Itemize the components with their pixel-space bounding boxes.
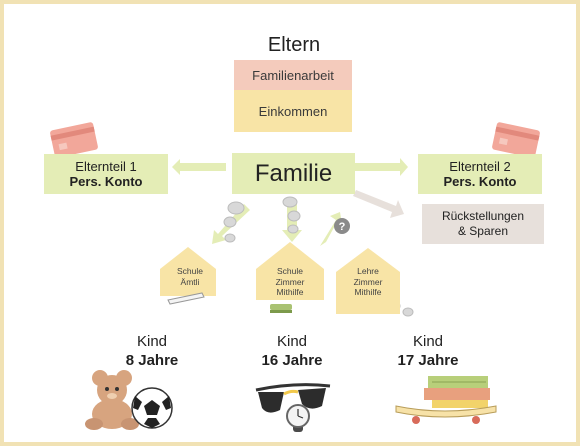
parent-2-account: Pers. Konto bbox=[443, 174, 517, 189]
sunglasses-icon bbox=[255, 383, 331, 413]
house-2-line-2: Zimmer bbox=[275, 276, 305, 287]
parent-1-box: Elternteil 1 Pers. Konto bbox=[44, 154, 168, 194]
house-1-label: Schule Ämtli bbox=[170, 266, 210, 287]
arrow-right bbox=[354, 158, 408, 176]
family-box: Familie bbox=[232, 153, 355, 194]
house-2-line-3: Mithilfe bbox=[276, 287, 304, 297]
diagram-graphics: ? bbox=[50, 122, 540, 432]
kid-1-age: 8 Jahre bbox=[125, 352, 179, 369]
house-1-line-2: Ämtli bbox=[180, 276, 200, 287]
house-3-label: Lehre Zimmer Mithilfe bbox=[346, 266, 390, 298]
kid-3-label: Kind 17 Jahre bbox=[368, 332, 488, 370]
parent-1-account: Pers. Konto bbox=[69, 174, 143, 189]
soccer-ball-icon bbox=[131, 387, 173, 429]
parent-1-title: Elternteil 1 bbox=[75, 159, 137, 174]
kid-3-title: Kind bbox=[412, 333, 444, 350]
house-1-line-1: Schule bbox=[177, 266, 203, 276]
credit-card-icon bbox=[492, 122, 540, 158]
kid-1-label: Kind 8 Jahre bbox=[92, 332, 212, 370]
question-mark: ? bbox=[339, 221, 346, 233]
comb-icon bbox=[270, 304, 292, 313]
house-3-line-3: Mithilfe bbox=[354, 287, 382, 297]
income-top-box: Familienarbeit bbox=[234, 60, 352, 90]
house-2-label: Schule Zimmer Mithilfe bbox=[268, 266, 312, 298]
house-2 bbox=[256, 242, 324, 300]
arrow-to-savings bbox=[353, 190, 404, 218]
house-2-line-1: Schule bbox=[277, 266, 303, 276]
house-3 bbox=[336, 248, 400, 314]
credit-card-icon bbox=[50, 122, 98, 158]
savings-line-2: & Sparen bbox=[457, 224, 509, 238]
wristwatch-icon bbox=[286, 404, 310, 432]
house-3-line-2: Zimmer bbox=[353, 276, 383, 287]
ruler-icon bbox=[167, 292, 205, 305]
kid-3-age: 17 Jahre bbox=[397, 352, 459, 369]
parent-2-box: Elternteil 2 Pers. Konto bbox=[418, 154, 542, 194]
kid-2-age: 16 Jahre bbox=[261, 352, 323, 369]
books-icon bbox=[424, 376, 490, 408]
income-bottom-box: Einkommen bbox=[234, 90, 352, 132]
arrow-left bbox=[172, 159, 226, 175]
kid-2-title: Kind bbox=[276, 333, 308, 350]
house-1 bbox=[160, 247, 216, 296]
house-3-line-1: Lehre bbox=[357, 266, 379, 276]
kid-2-label: Kind 16 Jahre bbox=[232, 332, 352, 370]
parent-2-title: Elternteil 2 bbox=[449, 159, 511, 174]
skateboard-icon bbox=[395, 405, 497, 424]
savings-box: Rückstellungen & Sparen bbox=[422, 204, 544, 244]
question-mark-icon: ? bbox=[334, 218, 350, 234]
page-title: Eltern bbox=[267, 34, 321, 56]
kid-1-title: Kind bbox=[136, 333, 168, 350]
teddy-bear-icon bbox=[85, 370, 139, 430]
savings-line-1: Rückstellungen bbox=[441, 209, 525, 223]
